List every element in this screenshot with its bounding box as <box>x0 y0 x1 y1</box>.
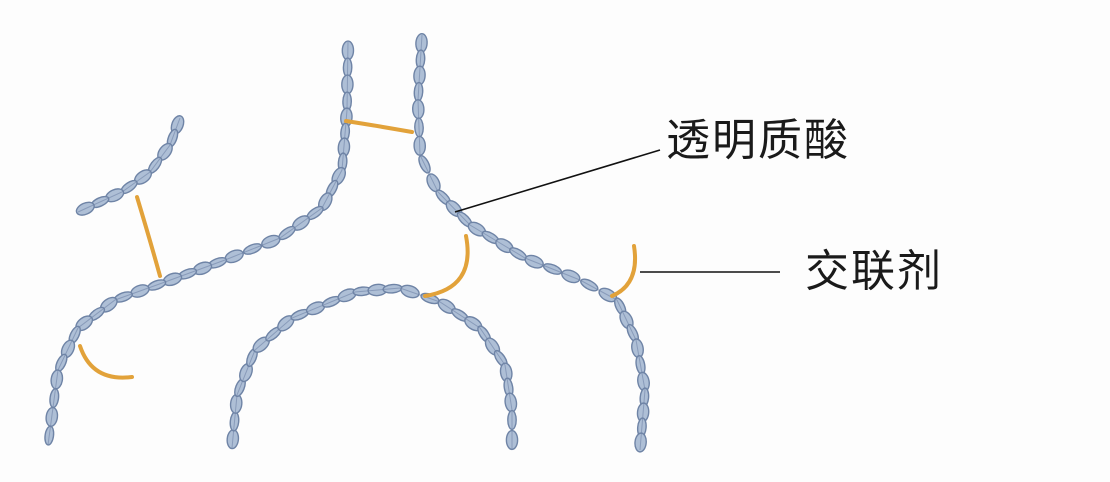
leader-lines <box>454 149 780 273</box>
helix-backbone <box>417 34 646 451</box>
crosslinker-lower-left <box>78 344 134 380</box>
hyaluronic-acid-chains <box>44 33 650 453</box>
crosslinker-bonds <box>78 119 637 380</box>
crosslinker-left-vert <box>135 195 162 278</box>
helix-backbone <box>47 41 349 446</box>
label-crosslinker: 交联剂 <box>805 246 943 297</box>
crosslinker-top <box>344 119 414 134</box>
crosslinker-center <box>423 234 470 298</box>
chain-lower-arch <box>226 283 519 451</box>
chain-left-main <box>44 40 355 446</box>
chain-left-upper <box>75 115 185 216</box>
label-hyaluronic-acid: 透明质酸 <box>666 115 850 166</box>
leader-line-hyaluronic-acid <box>454 149 661 213</box>
chain-mid-right <box>411 33 650 453</box>
helix-backbone <box>77 117 181 213</box>
crosslinker-right <box>610 244 637 298</box>
helix-backbone <box>231 287 513 450</box>
